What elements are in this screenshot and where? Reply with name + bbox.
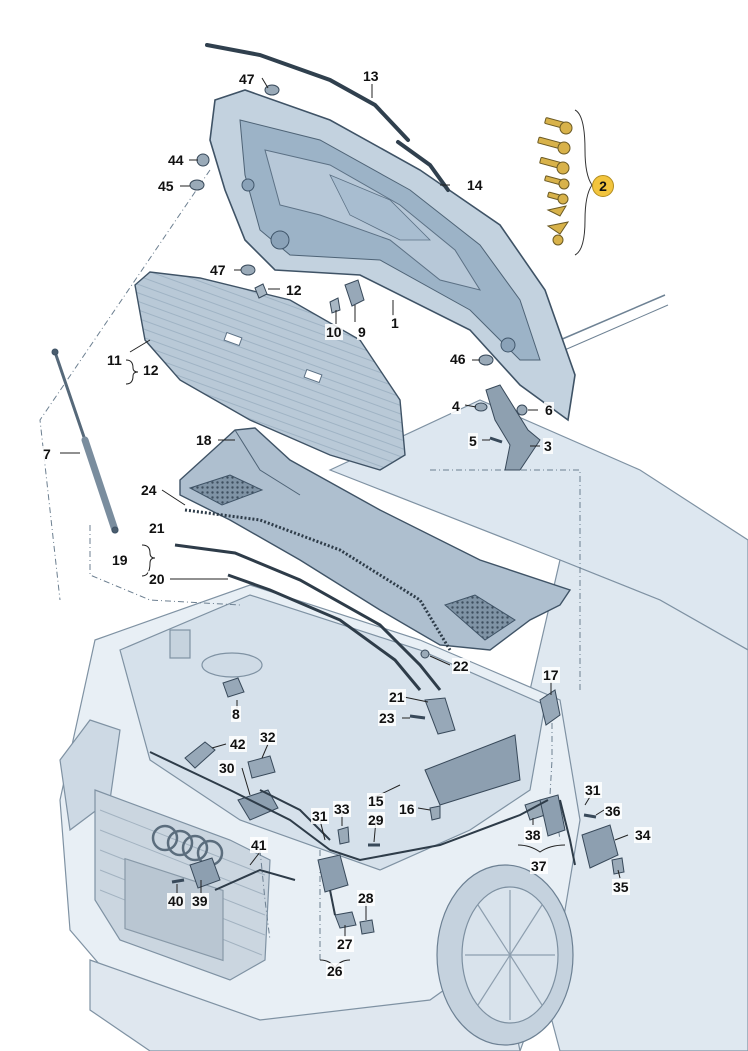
callout-23: 23 [378,710,396,726]
callout-30: 30 [218,760,236,776]
fastener-set [537,109,593,256]
release-cables [149,751,576,916]
callout-32: 32 [259,729,277,745]
gas-strut [51,348,119,534]
callout-6: 6 [544,402,554,418]
callout-21-lower: 21 [388,689,406,705]
callout-18: 18 [195,432,213,448]
seal-24 [184,508,452,651]
callout-36: 36 [604,803,622,819]
callout-8: 8 [231,706,241,722]
callout-47-upper: 47 [238,71,256,87]
callout-33: 33 [333,801,351,817]
callout-leaders [60,77,629,969]
callout-41: 41 [250,837,268,853]
seal-21 [174,543,442,691]
callout-1: 1 [390,315,400,331]
callout-12-lower: 12 [142,362,160,378]
callout-38: 38 [524,827,542,843]
callout-2: 2 [592,175,614,197]
callout-35: 35 [612,879,630,895]
callout-26: 26 [326,963,344,979]
callout-45: 45 [157,178,175,194]
callout-17: 17 [542,667,560,683]
callout-5: 5 [468,433,478,449]
callout-13: 13 [362,68,380,84]
cowl-panel [179,427,572,651]
front-wheel [436,864,574,1046]
callout-40: 40 [167,893,185,909]
small-parts [171,84,625,935]
hood-seal-13 [205,43,410,142]
callout-34: 34 [634,827,652,843]
callout-31-right: 31 [584,782,602,798]
hood [209,89,576,422]
callout-4: 4 [451,398,461,414]
callout-37: 37 [530,858,548,874]
callout-31-left: 31 [311,808,329,824]
callout-28: 28 [357,890,375,906]
callout-27: 27 [336,936,354,952]
callout-39: 39 [191,893,209,909]
callout-10: 10 [325,324,343,340]
callout-22: 22 [452,658,470,674]
callout-29: 29 [367,812,385,828]
callout-42: 42 [229,736,247,752]
callout-9: 9 [357,324,367,340]
callout-21-upper: 21 [148,520,166,536]
hood-seal-14 [396,140,450,192]
callout-44: 44 [167,152,185,168]
callout-12-upper: 12 [285,282,303,298]
callout-11: 11 [106,352,123,368]
callout-16: 16 [398,801,416,817]
callout-14: 14 [466,177,484,193]
callout-46: 46 [449,351,467,367]
callout-47-lower: 47 [209,262,227,278]
callout-19: 19 [111,552,129,568]
callout-20: 20 [148,571,166,587]
callout-3: 3 [543,438,553,454]
seal-20 [227,573,422,691]
callout-24: 24 [140,482,158,498]
hood-insulation [134,271,406,471]
callout-15: 15 [367,793,385,809]
callout-7: 7 [42,446,52,462]
